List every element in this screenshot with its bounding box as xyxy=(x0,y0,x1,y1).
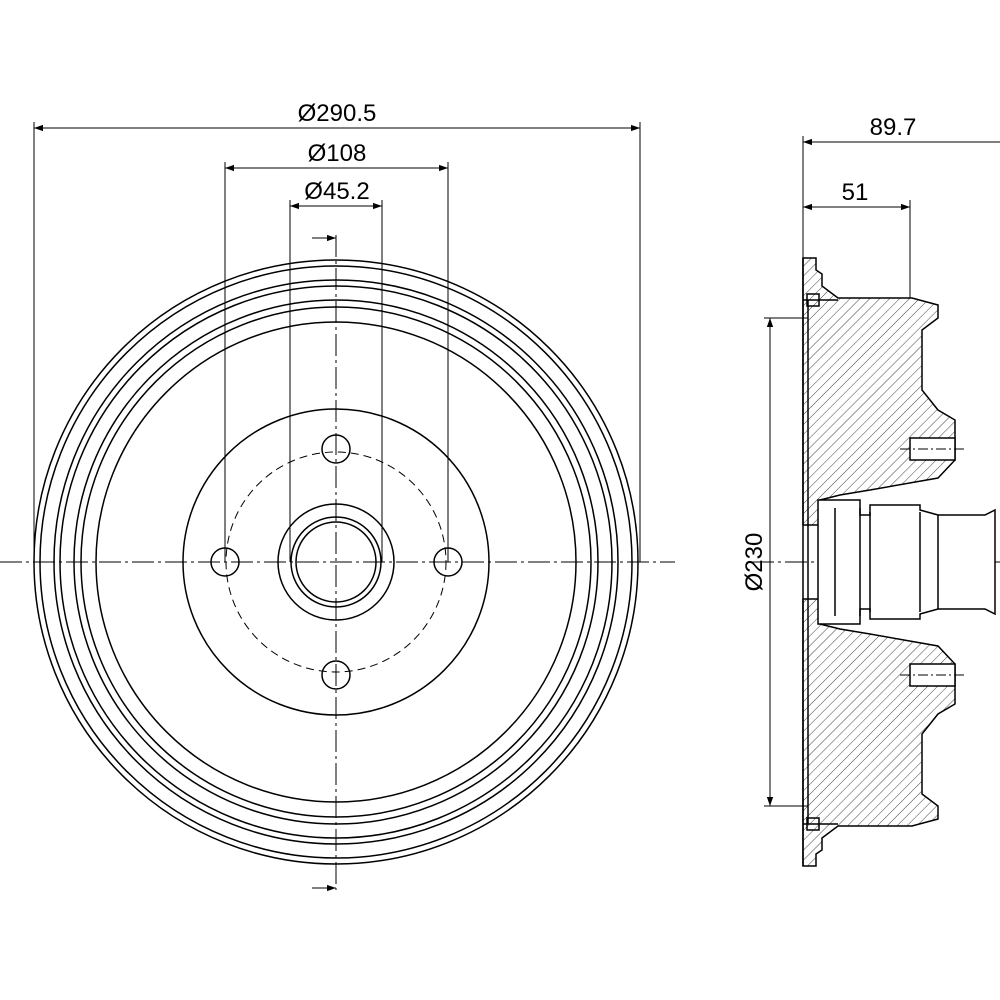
front-dimensions xyxy=(33,122,641,562)
hub-height-label: 51 xyxy=(842,179,869,206)
drum-inner-wall xyxy=(802,258,838,866)
front-centerlines xyxy=(0,235,675,890)
overall-height-label: 89.7 xyxy=(870,114,917,141)
bolt-circle xyxy=(225,451,447,673)
bolt-hole-bottom xyxy=(321,660,351,690)
front-view xyxy=(0,234,675,892)
inner-diameter-label: Ø230 xyxy=(741,533,768,592)
hub-bore xyxy=(817,499,996,625)
bolt-circle-diameter-label: Ø108 xyxy=(308,140,367,167)
side-view xyxy=(752,257,1000,867)
bolt-hole-axes xyxy=(900,448,965,676)
center-bore-diameter-label: Ø45.2 xyxy=(304,178,369,205)
hub-face-circle xyxy=(182,408,490,716)
drum-outer-rings xyxy=(33,259,639,865)
bolt-hole-top xyxy=(321,434,351,464)
drum-section-top xyxy=(802,257,956,526)
side-dimensions xyxy=(764,136,1000,807)
center-bore xyxy=(277,503,395,621)
drum-section-bottom xyxy=(802,598,956,867)
outer-diameter-label: Ø290.5 xyxy=(298,100,377,127)
